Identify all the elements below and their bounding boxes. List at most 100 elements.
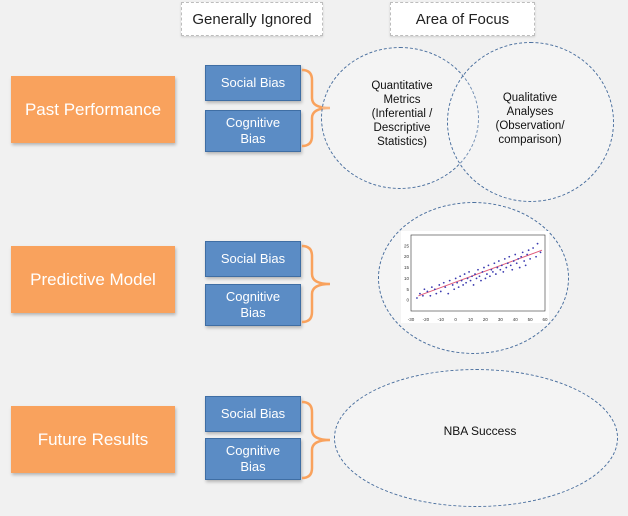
scatter-point — [423, 288, 426, 291]
scatter-point — [456, 281, 459, 284]
scatter-point — [511, 268, 514, 271]
scatter-point — [535, 255, 537, 258]
cognitive-bias-box-predictive: Cognitive Bias — [205, 284, 301, 326]
bracket-predictive — [301, 244, 331, 324]
scatter-point — [466, 277, 469, 280]
scatter-point — [430, 286, 433, 289]
scatter-point — [444, 286, 447, 289]
qualitative-ellipse — [447, 42, 614, 202]
scatter-point — [478, 275, 481, 278]
scatter-point — [506, 262, 509, 265]
scatter-point — [468, 271, 470, 273]
social-bias-box-future: Social Bias — [205, 396, 301, 432]
x-tick-label: -10 — [438, 317, 445, 322]
scatter-point — [480, 279, 482, 282]
scatter-point — [497, 260, 500, 262]
scatter-point — [524, 264, 527, 267]
scatter-point — [505, 266, 508, 269]
scatter-point — [426, 290, 429, 293]
scatter-point — [514, 253, 517, 256]
scatter-point — [463, 273, 466, 275]
scatter-point — [453, 288, 456, 291]
scatter-point — [532, 247, 534, 249]
bracket-future — [301, 400, 331, 480]
scatter-point — [539, 251, 542, 254]
scatter-point — [503, 257, 506, 260]
scatter-point — [518, 266, 521, 269]
scatter-point — [419, 292, 421, 295]
scatter-point — [529, 257, 532, 260]
social-bias-label: Social Bias — [220, 75, 286, 90]
qualitative-analyses-text: Qualitative Analyses (Observation/ compa… — [495, 92, 565, 146]
x-tick-label: 30 — [498, 317, 504, 322]
scatter-point — [494, 273, 497, 275]
scatter-point — [491, 271, 494, 273]
scatter-point — [451, 284, 454, 286]
plot-frame — [410, 234, 546, 312]
scatter-point — [439, 290, 442, 293]
cognitive-bias-box-future: Cognitive Bias — [205, 438, 301, 480]
scatter-point — [500, 264, 503, 267]
x-tick-label: 10 — [468, 317, 474, 322]
scatter-point — [489, 275, 491, 278]
scatter-point — [496, 266, 499, 269]
scatter-point — [520, 255, 523, 258]
scatter-point — [536, 242, 539, 245]
area-of-focus-header: Area of Focus — [390, 2, 535, 36]
scatter-point — [521, 251, 524, 254]
scatter-point — [448, 279, 451, 282]
scatter-point — [484, 277, 487, 280]
scatter-point — [526, 253, 529, 256]
scatter-point — [481, 271, 484, 273]
scatter-point — [523, 260, 526, 262]
scatter-point — [474, 273, 476, 275]
past-performance-box: Past Performance — [11, 76, 175, 143]
y-tick-label: 5 — [406, 287, 409, 292]
scatter-point — [416, 297, 418, 299]
scatter-point — [457, 286, 460, 289]
x-tick-label: 60 — [542, 317, 548, 322]
quantitative-metrics-text: Quantitative Metrics (Inferential / Desc… — [371, 80, 433, 148]
cognitive-bias-box-past: Cognitive Bias — [205, 110, 301, 152]
social-bias-box-predictive: Social Bias — [205, 241, 301, 277]
y-tick-label: 0 — [406, 298, 409, 303]
scatter-point — [487, 264, 490, 267]
nba-success-text: NBA Success — [443, 424, 517, 438]
scatter-point — [483, 266, 485, 269]
scatter-point — [472, 284, 475, 286]
scatter-point — [512, 260, 515, 262]
scatter-point — [438, 284, 441, 286]
y-tick-label: 20 — [404, 254, 410, 259]
social-bias-box-past: Social Bias — [205, 65, 301, 101]
future-results-box: Future Results — [11, 406, 175, 473]
x-tick-label: 0 — [454, 317, 457, 322]
x-tick-label: -20 — [423, 317, 430, 322]
social-bias-label: Social Bias — [220, 406, 286, 421]
trend-line — [418, 249, 543, 297]
x-tick-label: 40 — [513, 317, 519, 322]
nba-success-ellipse — [334, 369, 618, 507]
scatter-point — [465, 281, 467, 284]
scatter-point — [477, 268, 479, 271]
y-tick-label: 10 — [404, 276, 410, 281]
scatter-point — [471, 275, 473, 278]
scatter-point — [447, 292, 450, 295]
y-tick-label: 15 — [404, 265, 410, 270]
y-tick-label: 25 — [404, 243, 410, 248]
x-tick-label: 20 — [483, 317, 489, 322]
predictive-model-box: Predictive Model — [11, 246, 175, 313]
scatter-point — [515, 262, 518, 265]
scatter-point — [499, 268, 502, 271]
cognitive-bias-label: Cognitive Bias — [225, 115, 281, 146]
scatter-point — [435, 292, 438, 295]
cognitive-bias-label: Cognitive Bias — [225, 443, 281, 474]
scatter-point — [459, 275, 462, 278]
scatter-point — [422, 294, 424, 297]
scatter-point — [517, 257, 520, 260]
scatter-point — [462, 284, 465, 286]
scatter-point — [509, 264, 512, 267]
x-tick-label: 50 — [528, 317, 534, 322]
scatter-point — [508, 255, 511, 258]
scatter-point — [502, 271, 505, 273]
